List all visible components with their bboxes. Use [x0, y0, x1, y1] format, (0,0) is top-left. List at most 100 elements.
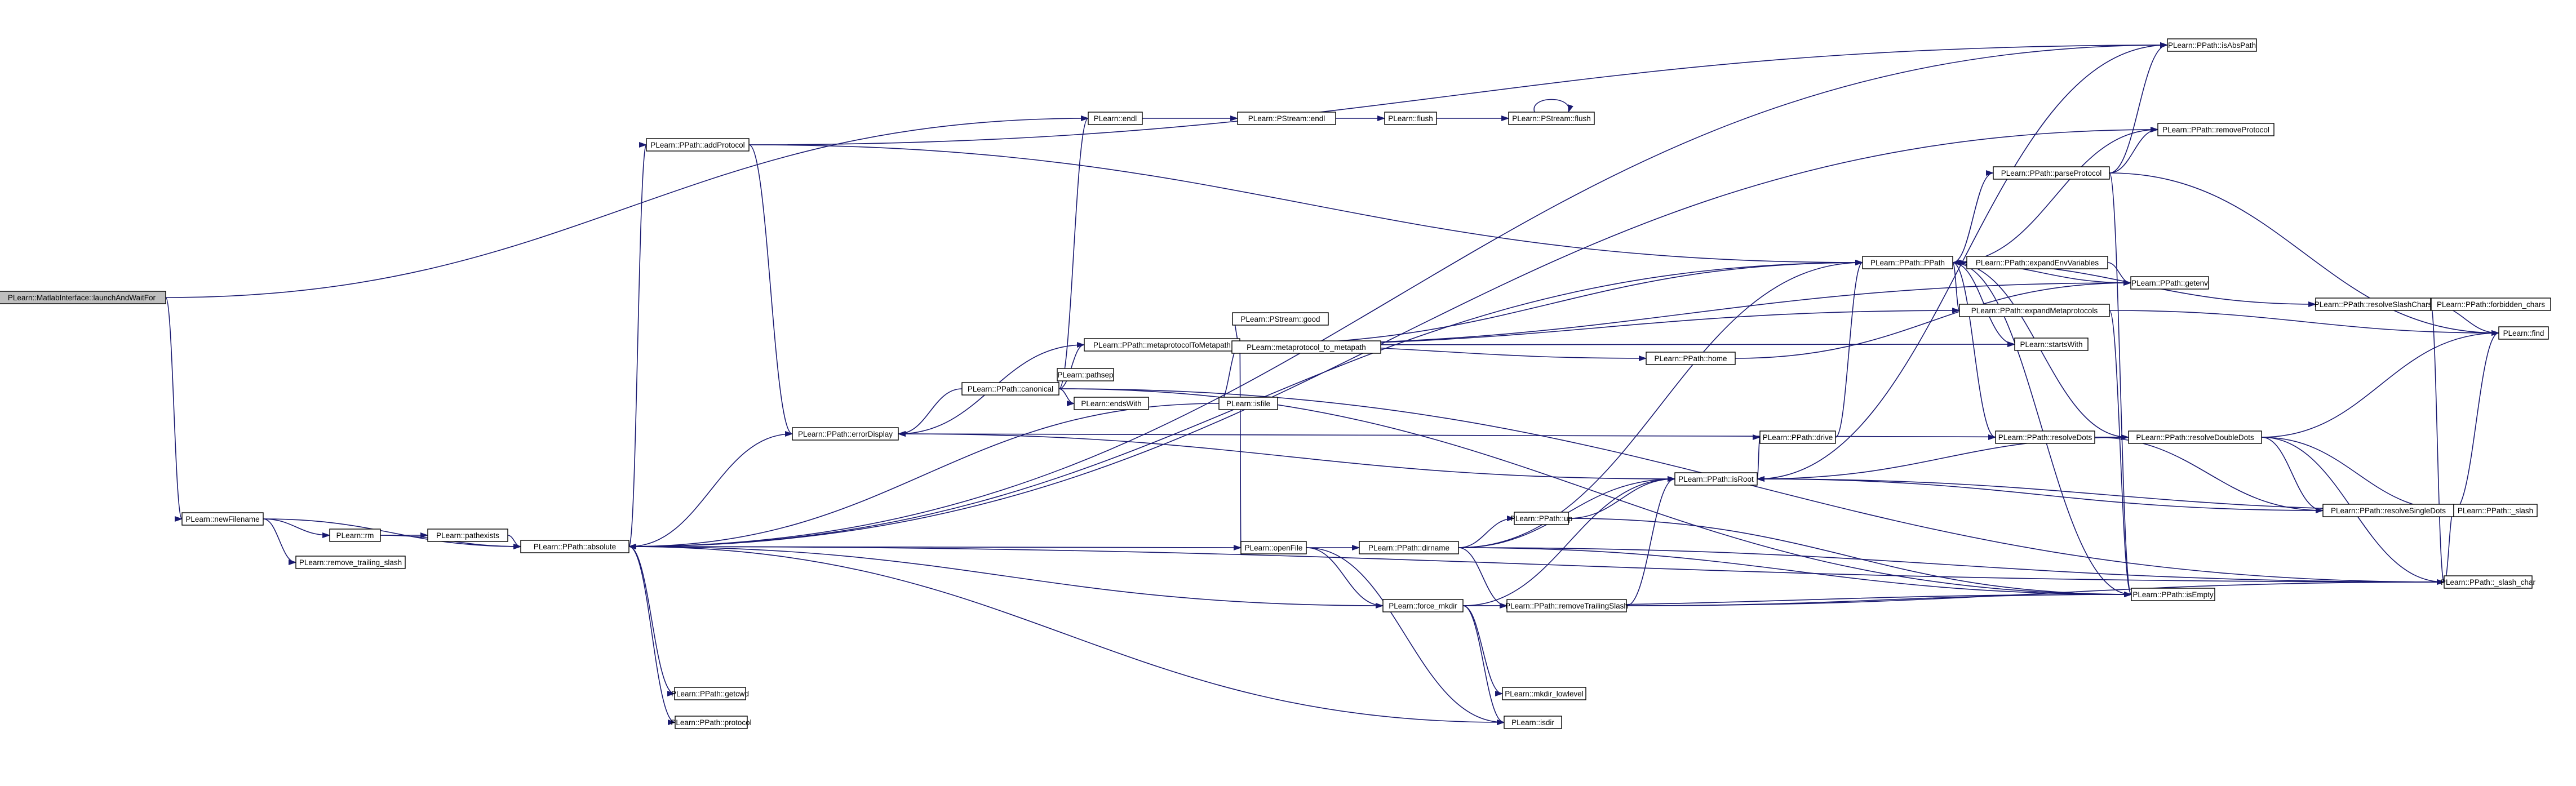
call-edge-resolveSlashChars-to-_slash_char	[2430, 304, 2445, 585]
node-isRoot[interactable]: PLearn::PPath::isRoot	[1674, 472, 1758, 486]
node-_slash[interactable]: PLearn::PPath::_slash	[2453, 504, 2538, 517]
call-edge-removeTrailingSlash-to-isEmpty	[1626, 591, 2132, 606]
node-isEmpty[interactable]: PLearn::PPath::isEmpty	[2131, 588, 2215, 601]
call-edge-dirname-to-pp_PPath	[1458, 259, 1864, 548]
node-label: PLearn::PPath::home	[1654, 354, 1727, 363]
node-protocol[interactable]: PLearn::PPath::protocol	[671, 716, 752, 729]
node-canonical[interactable]: PLearn::PPath::canonical	[961, 382, 1059, 396]
node-pathsep[interactable]: PLearn::pathsep	[1057, 368, 1114, 381]
node-endl[interactable]: PLearn::endl	[1088, 112, 1143, 125]
node-force_mkdir[interactable]: PLearn::force_mkdir	[1382, 599, 1464, 612]
node-expandMetaprotocols[interactable]: PLearn::PPath::expandMetaprotocols	[1959, 304, 2110, 317]
call-edge-parseProtocol-to-isEmpty	[2109, 172, 2132, 597]
call-edge-absolute-to-getcwd	[628, 546, 676, 696]
node-box	[0, 291, 166, 304]
node-label: PLearn::startsWith	[2020, 340, 2082, 349]
call-edge-force_mkdir-to-isdir	[1462, 605, 1505, 725]
node-getcwd[interactable]: PLearn::PPath::getcwd	[671, 687, 749, 700]
call-edge-expandEnvVariables-to-getenv	[2107, 262, 2132, 286]
node-box	[1504, 716, 1562, 729]
node-forbidden_chars[interactable]: PLearn::PPath::forbidden_chars	[2431, 297, 2551, 311]
node-errorDisplay[interactable]: PLearn::PPath::errorDisplay	[792, 427, 899, 441]
node-ps_endl[interactable]: PLearn::PStream::endl	[1237, 112, 1336, 125]
node-label: PLearn::PPath::resolveDots	[1998, 433, 2092, 442]
node-absolute[interactable]: PLearn::PPath::absolute	[520, 540, 629, 553]
node-label: PLearn::PPath::absolute	[534, 543, 616, 551]
node-newFilename[interactable]: PLearn::newFilename	[181, 512, 264, 526]
node-find[interactable]: PLearn::find	[2498, 326, 2549, 340]
node-home[interactable]: PLearn::PPath::home	[1646, 352, 1736, 365]
node-label: PLearn::rm	[336, 531, 374, 540]
call-edge-resolveDoubleDots-to-errorDisplay	[897, 430, 2129, 438]
node-ps_flush[interactable]: PLearn::PStream::flush	[1508, 112, 1595, 125]
node-launch[interactable]: PLearn::MatlabInterface::launchAndWaitFo…	[0, 291, 166, 304]
call-edge-removeTrailingSlash-to-_slash_char	[1626, 579, 2445, 606]
node-up[interactable]: PLearn::PPath::up	[1510, 512, 1572, 525]
node-label: PLearn::PPath::isEmpty	[2132, 590, 2214, 599]
call-edge-pathexists-to-absolute	[507, 535, 522, 550]
node-getenv[interactable]: PLearn::PPath::getenv	[2130, 276, 2209, 290]
call-edge-canonical-to-isEmpty	[1058, 388, 2132, 598]
node-resolveSingleDots[interactable]: PLearn::PPath::resolveSingleDots	[2322, 504, 2454, 517]
call-edge-home-to-getenv	[1735, 279, 2132, 359]
node-label: PLearn::PPath::expandEnvVariables	[1976, 259, 2099, 267]
node-box	[1359, 541, 1459, 554]
node-addProtocol[interactable]: PLearn::PPath::addProtocol	[646, 138, 750, 152]
call-edge-metaprotocolToMetapath-to-getenv	[1239, 279, 2132, 345]
call-edge-pp_PPath-to-removeProtocol	[1952, 126, 2159, 263]
node-box	[961, 382, 1059, 396]
node-ps_good[interactable]: PLearn::PStream::good	[1232, 312, 1329, 326]
node-resolveDoubleDots[interactable]: PLearn::PPath::resolveDoubleDots	[2128, 430, 2262, 444]
node-box	[1862, 256, 1953, 269]
node-box	[1646, 352, 1736, 365]
node-removeTrailingSlash[interactable]: PLearn::PPath::removeTrailingSlash	[1505, 599, 1628, 612]
node-metaprotocol_to_metapath[interactable]: PLearn::metaprotocol_to_metapath	[1231, 340, 1381, 354]
node-pp_PPath[interactable]: PLearn::PPath::PPath	[1862, 256, 1953, 269]
node-_slash_char[interactable]: PLearn::PPath::_slash_char	[2441, 575, 2536, 589]
node-label: PLearn::PPath::dirname	[1368, 544, 1449, 552]
call-edge-newFilename-to-rm	[263, 518, 331, 539]
node-label: PLearn::PPath::addProtocol	[650, 141, 744, 149]
node-expandEnvVariables[interactable]: PLearn::PPath::expandEnvVariables	[1966, 256, 2108, 269]
node-label: PLearn::endsWith	[1081, 399, 1141, 408]
node-rm[interactable]: PLearn::rm	[329, 529, 381, 542]
node-label: PLearn::PPath::isRoot	[1678, 475, 1754, 483]
call-edge-isfile-to-absolute	[628, 403, 1220, 550]
node-dirname[interactable]: PLearn::PPath::dirname	[1359, 541, 1459, 554]
node-openFile[interactable]: PLearn::openFile	[1240, 541, 1307, 554]
call-edge-canonical-to-metaprotocolToMetapath	[1058, 342, 1085, 389]
call-edge-removeTrailingSlash-to-isRoot	[1626, 476, 1676, 606]
node-drive[interactable]: PLearn::PPath::drive	[1759, 430, 1836, 444]
node-label: PLearn::PPath::expandMetaprotocols	[1971, 307, 2098, 315]
node-label: PLearn::PPath::up	[1510, 514, 1572, 523]
node-parseProtocol[interactable]: PLearn::PPath::parseProtocol	[1993, 166, 2110, 180]
call-edge-parseProtocol-to-find	[2109, 172, 2500, 336]
node-label: PLearn::openFile	[1245, 544, 1303, 552]
node-label: PLearn::pathsep	[1057, 371, 1113, 379]
node-label: PLearn::PStream::good	[1240, 315, 1320, 323]
call-edge-force_mkdir-to-mkdir_lowlevel	[1462, 605, 1504, 696]
node-label: PLearn::endl	[1094, 114, 1137, 123]
node-isdir[interactable]: PLearn::isdir	[1504, 716, 1562, 729]
node-resolveSlashChars[interactable]: PLearn::PPath::resolveSlashChars	[2315, 297, 2432, 311]
node-resolveDots[interactable]: PLearn::PPath::resolveDots	[1995, 430, 2095, 444]
call-edge-isRoot-to-errorDisplay	[897, 430, 1675, 479]
node-metaprotocolToMetapath[interactable]: PLearn::PPath::metaprotocolToMetapath	[1084, 338, 1240, 352]
node-label: PLearn::PPath::resolveSlashChars	[2315, 300, 2432, 309]
node-box	[520, 540, 629, 553]
call-edge-resolveSingleDots-to-isRoot	[1756, 476, 2324, 511]
node-isfile[interactable]: PLearn::isfile	[1218, 397, 1278, 410]
function-nodes: PLearn::MatlabInterface::launchAndWaitFo…	[0, 38, 2551, 729]
node-isAbsPath[interactable]: PLearn::PPath::isAbsPath	[2167, 38, 2257, 52]
call-edge-resolveDots-to-resolveSingleDots	[2094, 437, 2324, 514]
call-edge-canonical-to-errorDisplay	[897, 388, 963, 437]
node-mkdir_lowlevel[interactable]: PLearn::mkdir_lowlevel	[1502, 687, 1586, 700]
node-endsWith[interactable]: PLearn::endsWith	[1074, 397, 1149, 410]
node-removeProtocol[interactable]: PLearn::PPath::removeProtocol	[2157, 123, 2274, 136]
node-remove_trailing_slash[interactable]: PLearn::remove_trailing_slash	[295, 556, 406, 569]
node-startsWith[interactable]: PLearn::startsWith	[2014, 338, 2089, 351]
node-pathexists[interactable]: PLearn::pathexists	[427, 529, 508, 542]
node-box	[1674, 472, 1758, 486]
node-flush[interactable]: PLearn::flush	[1384, 112, 1437, 125]
